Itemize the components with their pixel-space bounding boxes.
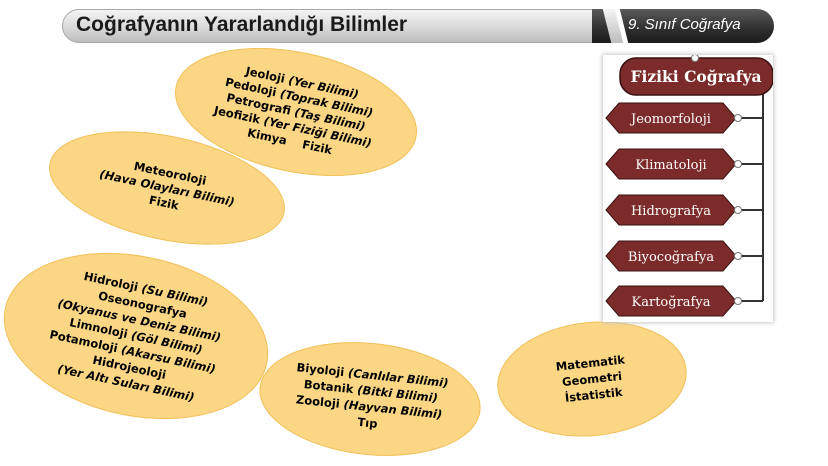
page-title: Coğrafyanın Yararlandığı Bilimler xyxy=(76,13,408,36)
physical-geography-svg: Fiziki Coğrafya Jeomorfoloji Klimatoloji… xyxy=(605,55,773,317)
fiziki-item-label: Jeomorfoloji xyxy=(629,112,711,127)
fiziki-item: Klimatoloji xyxy=(605,148,742,180)
physical-geography-diagram: Fiziki Coğrafya Jeomorfoloji Klimatoloji… xyxy=(603,55,773,322)
ellipse-hydrology: Hidroloji (Su Bilimi) Oseonografya (Okya… xyxy=(0,229,284,443)
connector-node-icon xyxy=(734,114,742,122)
connector-node-icon xyxy=(691,55,699,62)
meteorology-list: Meteoroloji (Hava Olayları Bilimi) Fizik xyxy=(95,152,239,225)
connector-node-icon xyxy=(734,252,742,260)
fiziki-item-label: Hidrografya xyxy=(631,204,711,219)
ellipse-biology: Biyoloji (Canlılar Bilimi) Botanik (Bitk… xyxy=(253,331,487,466)
header-bar-left xyxy=(62,9,622,43)
fiziki-item-label: Klimatoloji xyxy=(635,158,706,173)
connector-node-icon xyxy=(734,297,742,305)
hydrology-list: Hidroloji (Su Bilimi) Oseonografya (Okya… xyxy=(42,264,231,409)
connector-node-icon xyxy=(734,160,742,168)
fiziki-item-label: Biyocoğrafya xyxy=(628,250,714,265)
ellipse-math: Matematik Geometri İstatistik xyxy=(491,312,693,446)
header-bar: Coğrafyanın Yararlandığı Bilimler 9. Sın… xyxy=(62,9,774,43)
connector-node-icon xyxy=(734,206,742,214)
math-list: Matematik Geometri İstatistik xyxy=(555,352,629,407)
fiziki-item: Kartoğrafya xyxy=(605,285,742,317)
fiziki-item-label: Kartoğrafya xyxy=(632,295,711,310)
page-subtitle: 9. Sınıf Coğrafya xyxy=(628,16,741,33)
fiziki-item: Biyocoğrafya xyxy=(605,240,742,272)
fiziki-item: Jeomorfoloji xyxy=(605,102,742,134)
fiziki-item: Hidrografya xyxy=(605,194,742,226)
biology-list: Biyoloji (Canlılar Bilimi) Botanik (Bitk… xyxy=(291,359,449,439)
fiziki-title: Fiziki Coğrafya xyxy=(630,67,761,86)
geology-list: Jeoloji (Yer Bilimi) Pedoloji (Toprak Bi… xyxy=(210,59,383,166)
